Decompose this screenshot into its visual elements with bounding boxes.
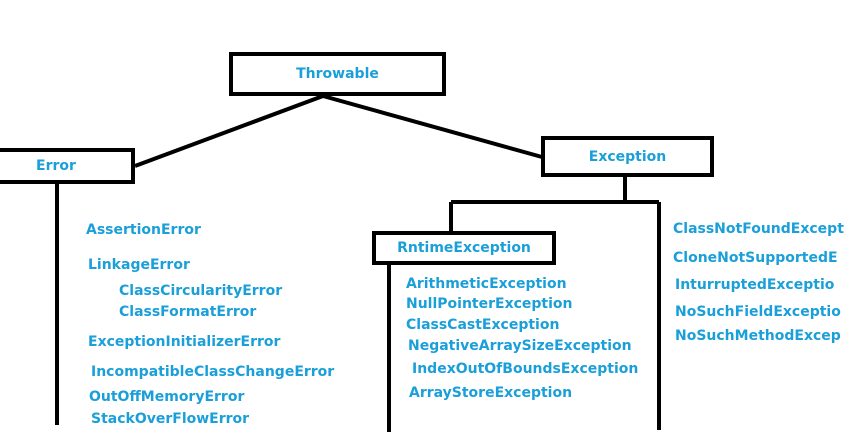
checked-item-interrupted: InturruptedExceptio: [675, 277, 835, 293]
node-runtime-exception: RntimeException: [372, 231, 556, 265]
error-item-assertion: AssertionError: [86, 222, 201, 238]
error-item-incompatible-class-change: IncompatibleClassChangeError: [91, 364, 335, 380]
error-item-stack-overflow: StackOverFlowError: [91, 411, 250, 427]
runtime-item-null-pointer: NullPointerException: [406, 296, 573, 312]
runtime-item-class-cast: ClassCastException: [406, 317, 560, 333]
node-throwable: Throwable: [229, 52, 446, 96]
node-exception-label: Exception: [588, 148, 667, 165]
checked-item-no-such-field: NoSuchFieldExceptio: [675, 304, 841, 320]
node-error: Error: [0, 148, 135, 184]
runtime-item-index-out-of-bounds: IndexOutOfBoundsException: [412, 361, 639, 377]
runtime-item-negative-array-size: NegativeArraySizeException: [408, 338, 632, 354]
runtime-item-array-store: ArrayStoreException: [409, 385, 573, 401]
error-item-out-of-memory: OutOffMemoryError: [89, 389, 245, 405]
node-error-label: Error: [36, 158, 76, 174]
line-throwable-exception: [322, 94, 543, 159]
node-exception: Exception: [541, 136, 714, 177]
error-item-exception-initializer: ExceptionInitializerError: [88, 334, 281, 350]
error-item-linkage: LinkageError: [88, 257, 190, 273]
node-throwable-label: Throwable: [296, 66, 379, 82]
checked-item-clone-not-supported: CloneNotSupportedE: [673, 250, 838, 266]
node-runtime-exception-label: RntimeException: [397, 240, 531, 256]
error-item-class-format: ClassFormatError: [119, 304, 257, 320]
error-item-class-circularity: ClassCircularityError: [119, 283, 283, 299]
checked-item-no-such-method: NoSuchMethodExcep: [675, 328, 841, 344]
line-throwable-error: [134, 94, 324, 168]
checked-item-class-not-found: ClassNotFoundExcept: [673, 221, 844, 237]
runtime-item-arithmetic: ArithmeticException: [406, 276, 567, 292]
